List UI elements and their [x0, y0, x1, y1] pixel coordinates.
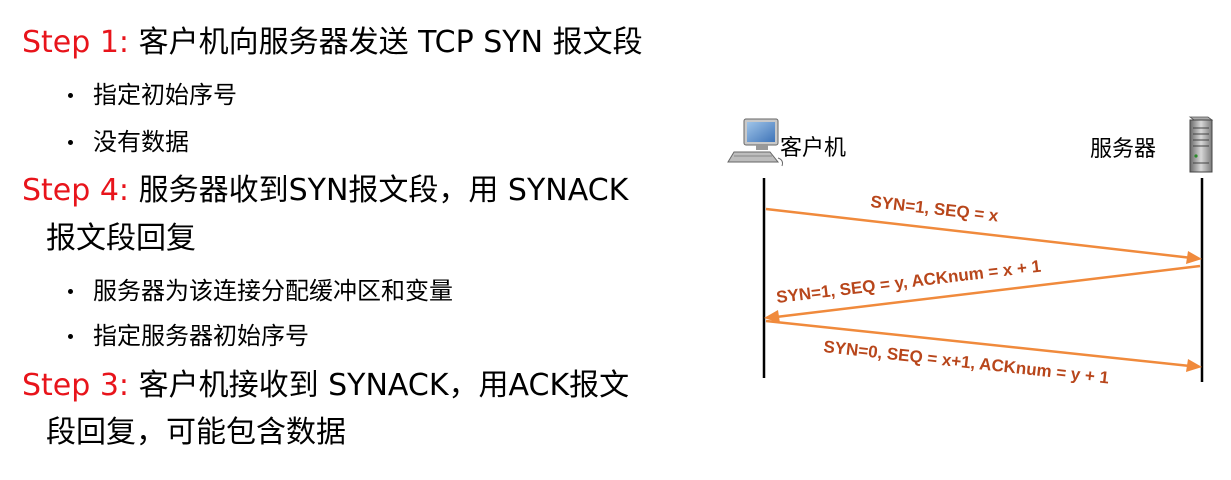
- server-icon: [1188, 116, 1214, 173]
- step-1-heading: Step 1: 客户机向服务器发送 TCP SYN 报文段: [22, 23, 643, 63]
- ack-arrow: [765, 319, 1191, 368]
- bullet-text: 没有数据: [93, 128, 189, 156]
- step-4-bullet-2: 指定服务器初始序号: [68, 321, 309, 351]
- computer-icon: [727, 118, 783, 167]
- handshake-diagram: 客户机 服务器 SYN=1, SEQ = x SYN=1, SEQ = y, A…: [720, 0, 1231, 480]
- bullet-dot: [68, 139, 73, 145]
- bullet-text: 指定服务器初始序号: [93, 322, 309, 350]
- step-1-prefix: Step 1:: [22, 25, 130, 60]
- step-1-bullet-2: 没有数据: [68, 127, 189, 157]
- step-3-continuation: 段回复，可能包含数据: [46, 415, 346, 450]
- step-4-bullet-1: 服务器为该连接分配缓冲区和变量: [68, 276, 453, 306]
- bullet-dot: [68, 92, 73, 98]
- bullet-text: 指定初始序号: [93, 81, 237, 109]
- bullet-text: 服务器为该连接分配缓冲区和变量: [93, 277, 453, 305]
- bullet-dot: [68, 288, 73, 294]
- step-4-heading: Step 4: 服务器收到SYN报文段，用 SYNACK: [22, 171, 628, 211]
- handshake-svg: 客户机 服务器 SYN=1, SEQ = x SYN=1, SEQ = y, A…: [727, 116, 1214, 387]
- steps-panel: Step 1: 客户机向服务器发送 TCP SYN 报文段 指定初始序号 没有数…: [22, 23, 643, 450]
- synack-arrow: [775, 264, 1201, 319]
- step-4-prefix: Step 4:: [22, 173, 130, 208]
- syn-arrow: [765, 207, 1193, 260]
- syn-arrowhead: [1186, 251, 1202, 264]
- syn-message-label: SYN=1, SEQ = x: [870, 192, 1000, 225]
- step-1-bullet-1: 指定初始序号: [68, 80, 237, 110]
- synack-arrowhead: [764, 310, 780, 323]
- step-3-desc: 客户机接收到 SYNACK，用ACK报文: [129, 368, 630, 403]
- client-label: 客户机: [780, 135, 846, 160]
- bullet-dot: [68, 333, 73, 339]
- step-3-heading: Step 3: 客户机接收到 SYNACK，用ACK报文: [22, 366, 629, 406]
- step-4-continuation: 报文段回复: [46, 221, 196, 256]
- ack-arrowhead: [1186, 359, 1202, 372]
- step-3-prefix: Step 3:: [22, 368, 130, 403]
- synack-message-label: SYN=1, SEQ = y, ACKnum = x + 1: [775, 257, 1042, 307]
- step-1-desc: 客户机向服务器发送 TCP SYN 报文段: [129, 25, 643, 60]
- ack-message-label: SYN=0, SEQ = x+1, ACKnum = y + 1: [823, 337, 1110, 387]
- server-label: 服务器: [1090, 136, 1156, 161]
- step-4-desc: 服务器收到SYN报文段，用 SYNACK: [129, 173, 629, 208]
